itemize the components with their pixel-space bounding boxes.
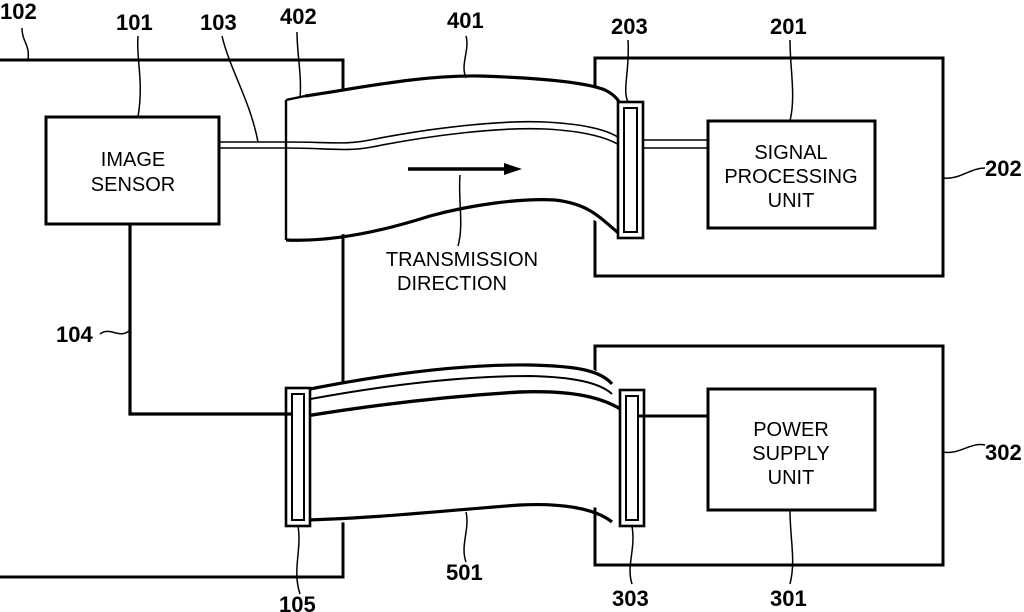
- leader-501: [463, 511, 468, 563]
- ref-202: 202: [985, 156, 1022, 181]
- cable-501-bottom-edge: [305, 503, 614, 524]
- transmission-line-103-b: [219, 127, 623, 151]
- leader-104: [99, 329, 131, 335]
- transmission-direction-arrow-head: [504, 163, 522, 175]
- ref-105: 105: [279, 592, 316, 612]
- transmission-line-103-a: [219, 120, 623, 144]
- cable-501-body: [290, 364, 612, 523]
- leader-302: [942, 443, 986, 454]
- leader-402: [296, 31, 302, 99]
- leader-303: [629, 525, 634, 585]
- ref-401: 401: [447, 8, 484, 33]
- ref-101: 101: [116, 10, 153, 35]
- ref-104: 104: [56, 322, 93, 347]
- leader-transmission: [457, 174, 462, 247]
- connector-203-inner: [623, 107, 638, 233]
- image-sensor-label-line2: SENSOR: [91, 174, 175, 196]
- connector-303-inner: [625, 395, 639, 521]
- transmission-direction-label-line2: DIRECTION: [397, 273, 507, 295]
- power-line-105-303: [305, 389, 626, 418]
- leader-202: [942, 167, 986, 179]
- leader-201: [789, 39, 794, 122]
- transmission-direction-label-line1: TRANSMISSION: [386, 249, 538, 271]
- power-supply-label-line2: SUPPLY: [752, 443, 829, 465]
- ref-102: 102: [0, 0, 37, 24]
- connector-105-inner: [291, 393, 305, 521]
- leader-105: [296, 525, 301, 595]
- signal-processing-label-line1: SIGNAL: [754, 142, 827, 164]
- power-supply-unit-block: [706, 387, 877, 512]
- cable-402-flat-left-end: [284, 94, 306, 240]
- signal-processing-label-line2: PROCESSING: [724, 166, 857, 188]
- leader-401: [463, 35, 468, 79]
- signal-processing-label-line3: UNIT: [768, 190, 815, 212]
- cable-401-bottom-edge: [285, 198, 624, 242]
- leader-103: [221, 35, 259, 143]
- ref-302: 302: [985, 440, 1022, 465]
- cable-501-top-edge-2: [304, 374, 613, 401]
- leader-301: [789, 509, 794, 585]
- ref-201: 201: [770, 14, 807, 39]
- image-sensor-block: [44, 115, 221, 226]
- image-sensor-label-line1: IMAGE: [101, 149, 165, 171]
- wire-104: [128, 224, 292, 416]
- power-supply-label-line3: UNIT: [768, 467, 815, 489]
- cable-401-top-edge: [304, 74, 624, 111]
- cable-501-top-edge: [304, 363, 614, 392]
- ref-301: 301: [770, 586, 807, 611]
- ref-103: 103: [200, 10, 237, 35]
- leader-102: [21, 27, 30, 61]
- cable-401-body: [286, 79, 622, 241]
- ref-303: 303: [612, 586, 649, 611]
- ref-501: 501: [446, 560, 483, 585]
- leader-203: [625, 39, 630, 103]
- ref-402: 402: [280, 4, 317, 29]
- ref-203: 203: [611, 14, 648, 39]
- power-supply-label-line1: POWER: [753, 419, 829, 441]
- leader-101: [136, 35, 142, 118]
- signal-processing-unit-block: [706, 119, 877, 230]
